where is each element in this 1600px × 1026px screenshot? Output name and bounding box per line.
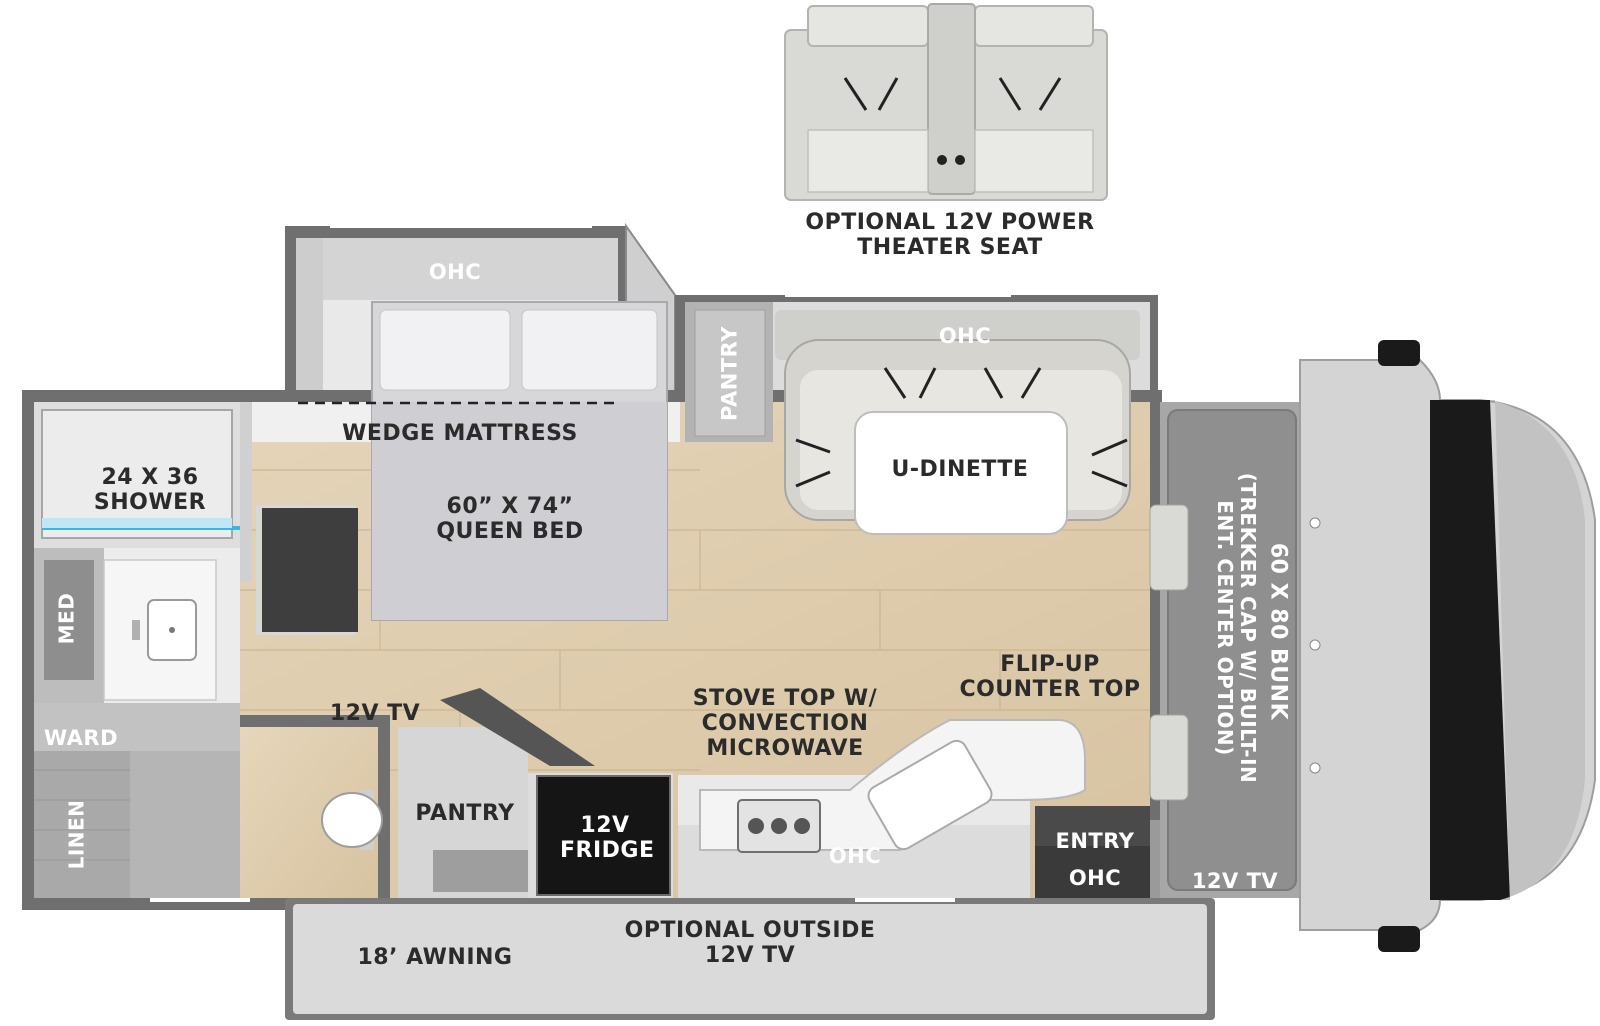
wardrobe-linen (34, 703, 240, 898)
upper-pantry-label: PANTRY (717, 326, 742, 421)
bathroom-vanity (34, 548, 240, 703)
linen-label: LINEN (64, 799, 89, 870)
wedge-mattress-label: WEDGE MATTRESS (342, 421, 578, 446)
dinette-ohc-label: OHC (938, 324, 992, 348)
bedroom-tv (256, 505, 358, 635)
u-dinette-label: U-DINETTE (891, 457, 1029, 482)
shower-label: 24 X 36 SHOWER (93, 465, 207, 515)
shower (34, 402, 240, 548)
bunk-label: 60 X 80 BUNK (1265, 542, 1291, 721)
cab (1149, 340, 1596, 952)
outside-tv-label: OPTIONAL OUTSIDE 12V TV (624, 918, 876, 968)
wardrobe-label: WARD (43, 726, 119, 750)
bedroom-ohc-label: OHC (428, 260, 482, 284)
lower-pantry (398, 727, 528, 898)
theater-seat (784, 3, 1108, 201)
cab-tv-label: 12V TV (1191, 869, 1279, 893)
lower-pantry-label: PANTRY (415, 801, 515, 826)
stove-microwave-label: STOVE TOP W/ CONVECTION MICROWAVE (692, 686, 878, 761)
toilet-room (240, 715, 390, 898)
entry-ohc-label: OHC (1068, 866, 1122, 890)
flip-up-counter-label: FLIP-UP COUNTER TOP (959, 652, 1141, 702)
fridge-label: 12V FRIDGE (560, 813, 655, 863)
med-cabinet-label: MED (54, 592, 79, 645)
fridge (528, 773, 673, 898)
upper-pantry (685, 302, 773, 442)
awning (285, 898, 1215, 1020)
galley (678, 719, 1086, 898)
awning-label: 18’ AWNING (357, 945, 513, 970)
interior-tv-label: 12V TV (329, 701, 421, 726)
theater-seat-label: OPTIONAL 12V POWER THEATER SEAT (805, 210, 1095, 260)
u-dinette (775, 310, 1140, 535)
queen-bed-label: 60” X 74” QUEEN BED (436, 494, 584, 544)
bunk-option-label: (TREKKER CAP W/ BUILT-IN ENT. CENTER OPT… (1213, 472, 1260, 784)
queen-bed (298, 301, 668, 621)
galley-ohc-label: OHC (828, 844, 882, 868)
entry-label: ENTRY (1055, 829, 1135, 853)
